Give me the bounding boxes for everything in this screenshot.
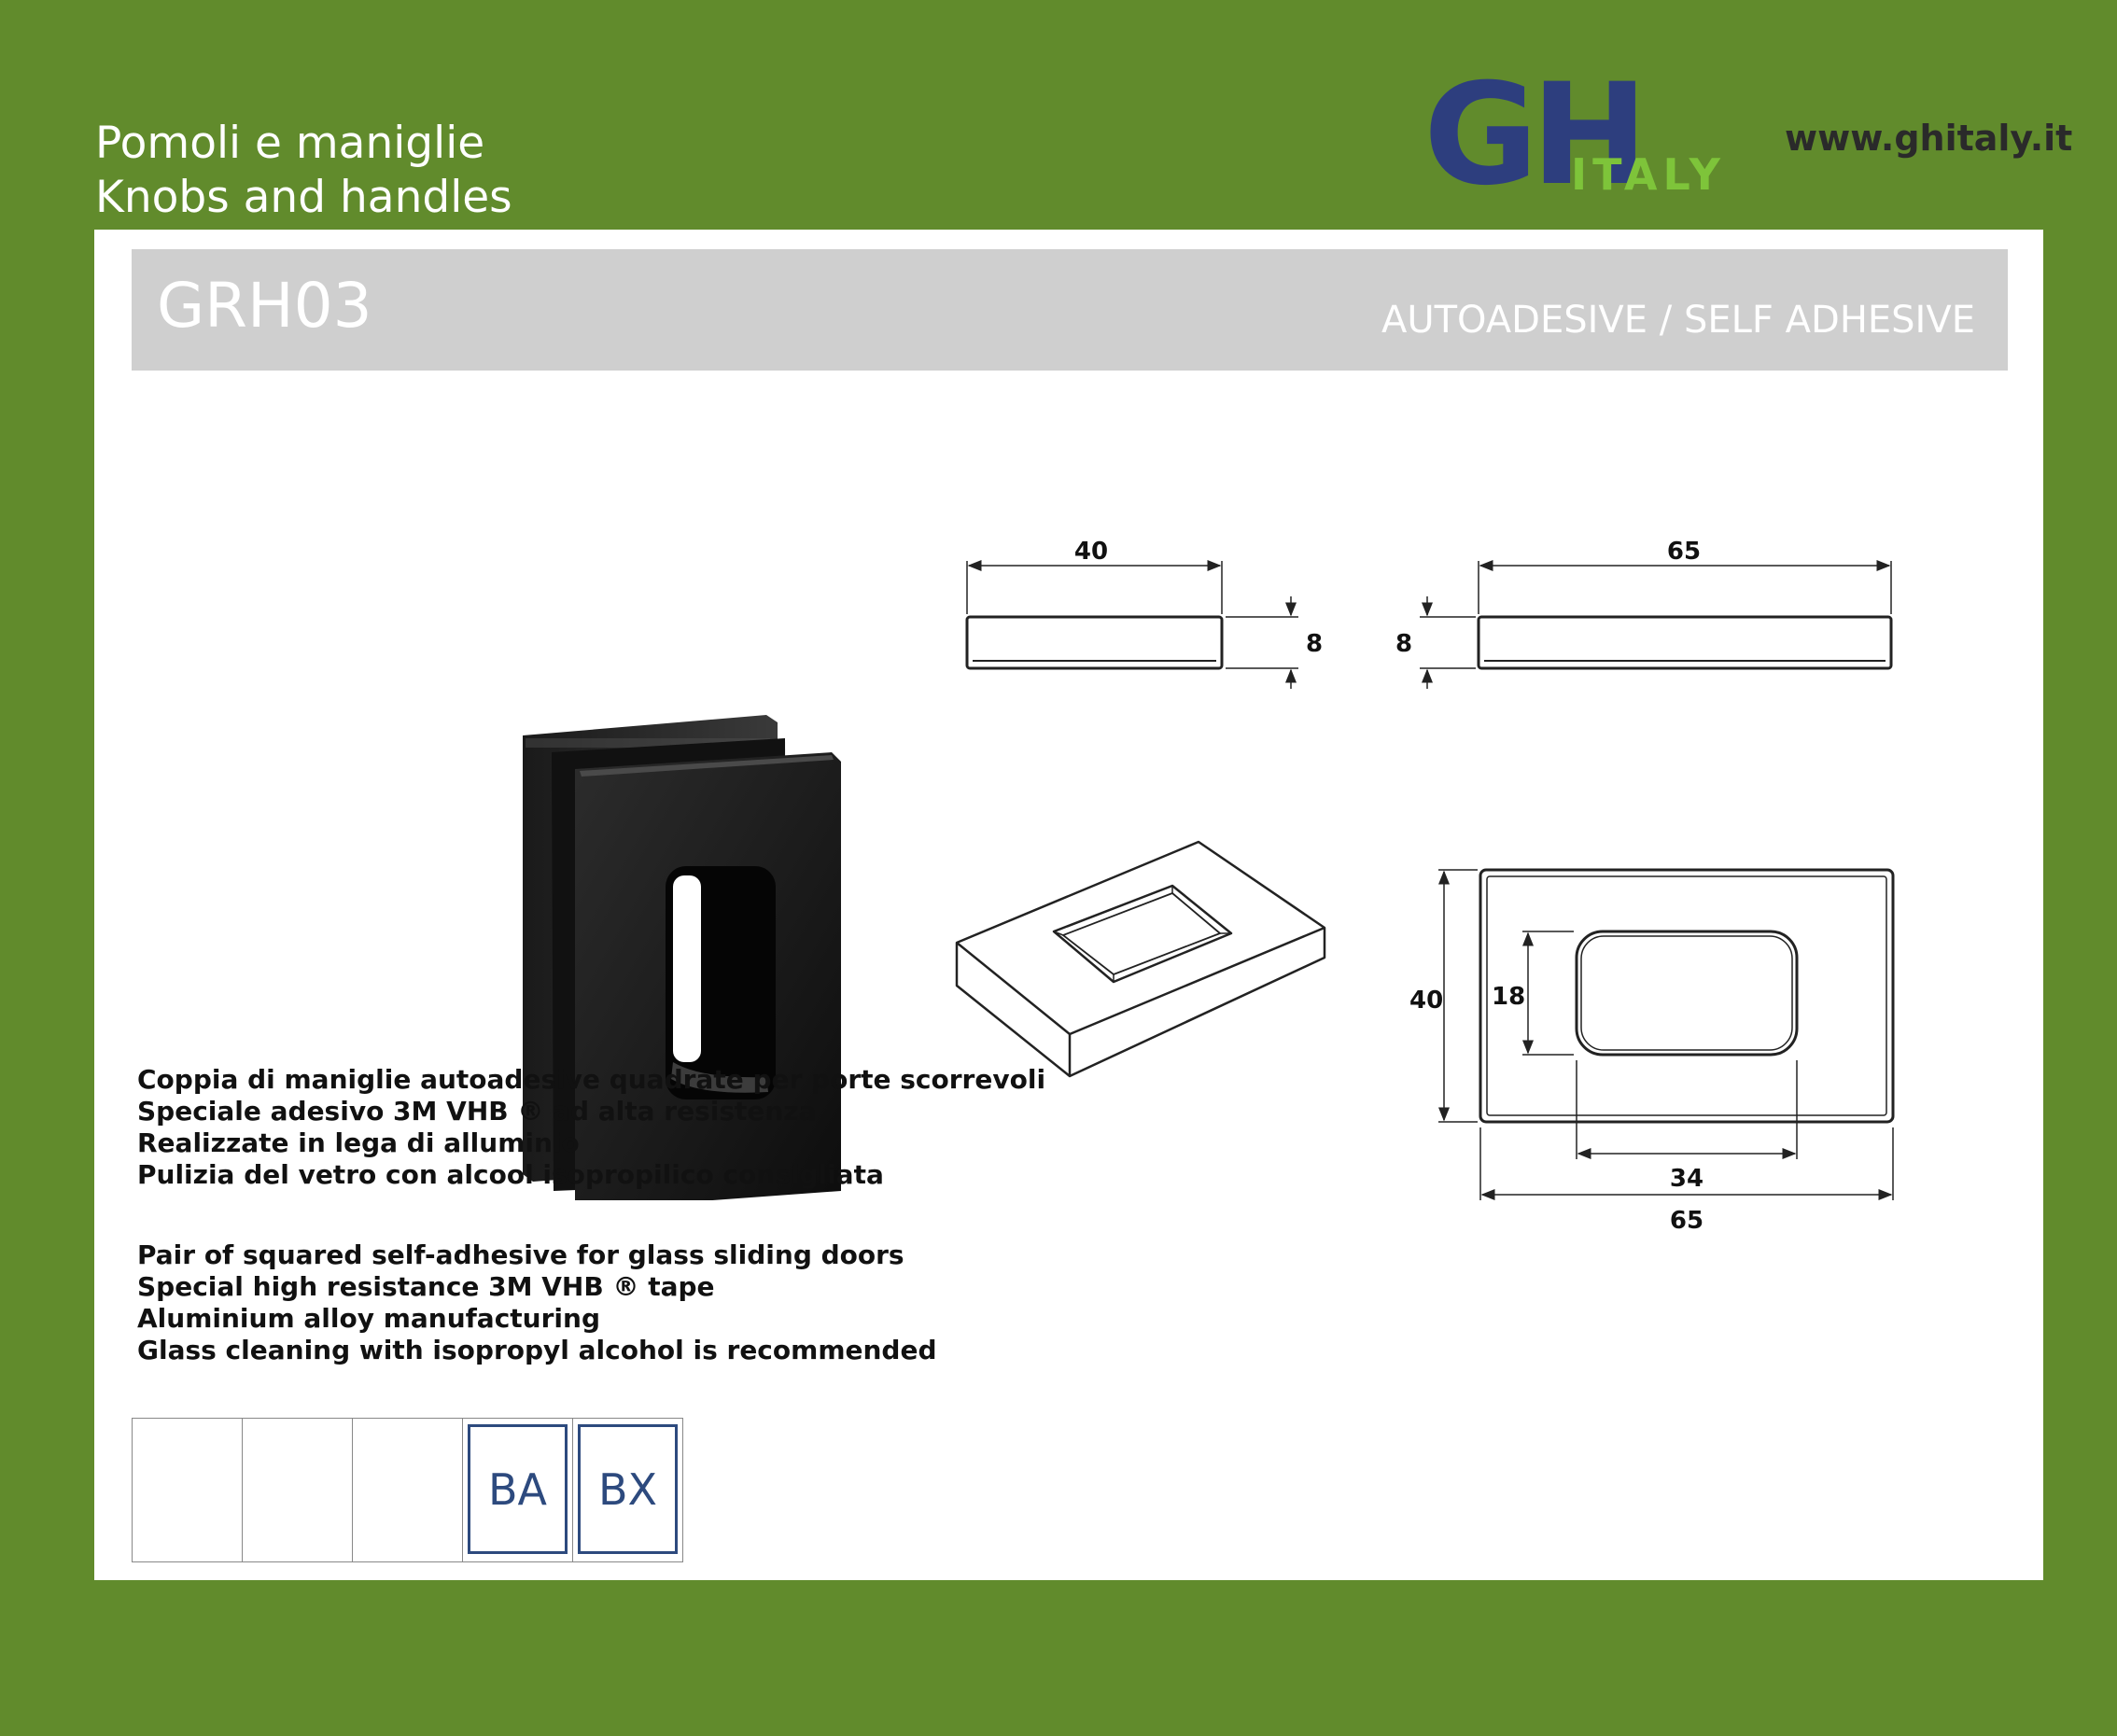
title-band: GRH03 AUTOADESIVE / SELF ADHESIVE — [132, 249, 2008, 371]
desc-it-line: Speciale adesivo 3M VHB ® ad alta resist… — [137, 1096, 817, 1127]
finish-badge-ba: BA — [468, 1424, 568, 1554]
dim-front-width: 65 — [1670, 1207, 1703, 1235]
front-view-outline — [1479, 868, 1895, 1124]
finish-cell-ba: BA — [463, 1419, 573, 1561]
dim-side-height: 8 — [1395, 630, 1412, 658]
desc-it-line: Realizzate in lega di alluminio — [137, 1127, 580, 1158]
website-link[interactable]: www.ghitaly.it — [1785, 118, 2073, 159]
desc-en-line: Aluminium alloy manufacturing — [137, 1303, 601, 1334]
dim-front-height: 40 — [1409, 987, 1443, 1015]
product-sheet: GRH03 AUTOADESIVE / SELF ADHESIVE — [94, 230, 2043, 1580]
side-view-outline — [1477, 615, 1893, 670]
description-english: Pair of squared self-adhesive for glass … — [137, 1239, 937, 1366]
isometric-view — [955, 840, 1326, 1078]
dim-slot-width: 34 — [1670, 1165, 1703, 1193]
front-view-slot — [1575, 930, 1799, 1057]
logo-gh-text: GH — [1423, 73, 1641, 203]
gh-italy-logo: GH ITALY — [1423, 73, 1726, 203]
finish-badge-bx: BX — [578, 1424, 678, 1554]
finish-cell-bx: BX — [573, 1419, 682, 1561]
desc-it-line: Pulizia del vetro con alcool isopropilic… — [137, 1159, 884, 1190]
product-code: GRH03 — [157, 270, 372, 342]
logo-italy-text: ITALY — [1571, 149, 1726, 200]
dim-side-length: 65 — [1667, 538, 1701, 566]
desc-en-line: Glass cleaning with isopropyl alcohol is… — [137, 1335, 937, 1365]
desc-it-line: Coppia di maniglie autoadesive quadrate … — [137, 1064, 1046, 1095]
dim-top-height: 8 — [1306, 630, 1323, 658]
description-italian: Coppia di maniglie autoadesive quadrate … — [137, 1064, 1045, 1191]
dim-top-width: 40 — [1074, 538, 1108, 566]
product-type: AUTOADESIVE / SELF ADHESIVE — [1381, 299, 1975, 342]
finish-cell-empty — [353, 1419, 463, 1561]
technical-drawings: 40 8 65 8 — [955, 538, 1895, 1235]
product-photo — [523, 715, 841, 1200]
finish-cell-empty — [133, 1419, 243, 1561]
dim-slot-height: 18 — [1492, 983, 1525, 1011]
category-english: Knobs and handles — [95, 172, 512, 223]
desc-en-line: Pair of squared self-adhesive for glass … — [137, 1239, 904, 1270]
finish-table: BA BX — [132, 1418, 683, 1562]
category-italian: Pomoli e maniglie — [95, 118, 485, 169]
desc-en-line: Special high resistance 3M VHB ® tape — [137, 1271, 715, 1302]
finish-cell-empty — [243, 1419, 353, 1561]
top-view-outline — [965, 615, 1224, 670]
